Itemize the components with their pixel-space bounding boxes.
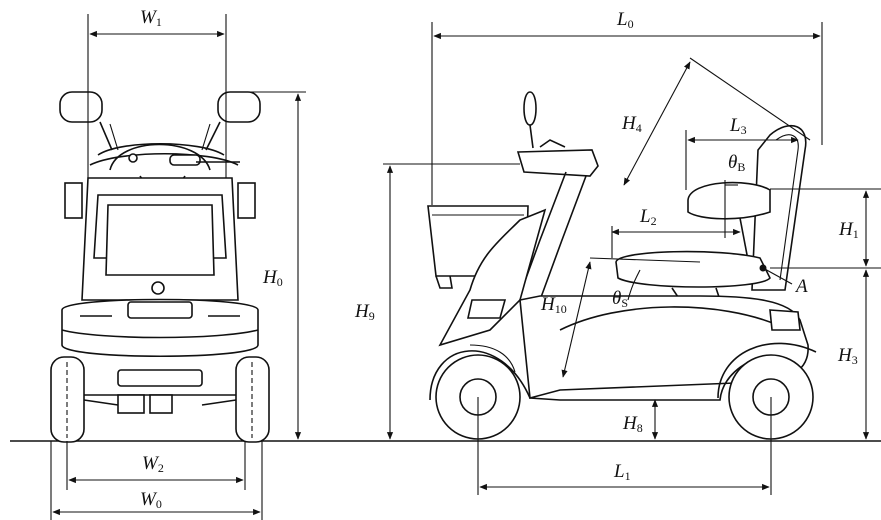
label-theta-S: θS	[612, 288, 629, 310]
label-L2: L2	[640, 206, 657, 228]
label-W2: W2	[142, 453, 164, 475]
side-dimensions	[383, 22, 881, 495]
label-A: A	[796, 276, 808, 297]
label-H9: H9	[355, 301, 375, 323]
front-dimensions	[50, 14, 306, 520]
label-H8: H8	[623, 413, 643, 435]
label-L1: L1	[614, 461, 631, 483]
label-H1: H1	[839, 219, 859, 241]
label-L0: L0	[617, 9, 634, 31]
label-H3: H3	[838, 345, 858, 367]
label-H4: H4	[622, 113, 642, 135]
side-view-scooter	[427, 91, 817, 440]
label-L3: L3	[730, 115, 747, 137]
label-W1: W1	[140, 7, 162, 29]
front-view-scooter	[50, 91, 270, 443]
label-H10: H10	[541, 294, 567, 316]
label-W0: W0	[140, 489, 162, 511]
label-H0: H0	[263, 267, 283, 289]
label-theta-B: θB	[728, 152, 746, 174]
